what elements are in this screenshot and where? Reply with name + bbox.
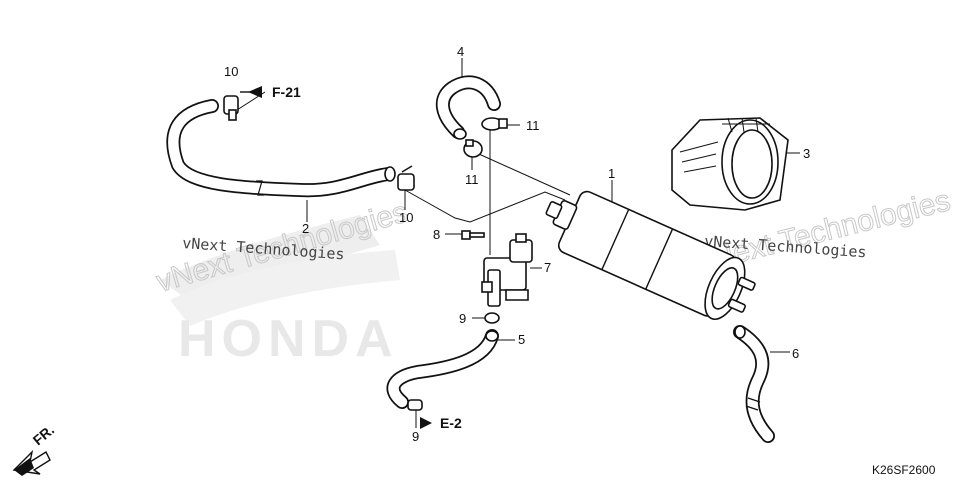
ref-arrow-e2 xyxy=(420,417,432,429)
assembly-lines xyxy=(236,58,800,428)
callout-10-top: 10 xyxy=(224,64,238,79)
callout-11-left: 11 xyxy=(465,172,479,187)
clamp-10-lower xyxy=(397,165,415,191)
hose-4 xyxy=(436,75,501,140)
hose-6 xyxy=(733,325,775,443)
callout-2: 2 xyxy=(302,221,309,236)
canister-1 xyxy=(545,190,756,320)
bolt-8 xyxy=(461,230,485,240)
ref-label-e2: E-2 xyxy=(440,415,462,431)
honda-wing-watermark xyxy=(160,215,400,326)
callout-6: 6 xyxy=(792,346,799,361)
callout-1: 1 xyxy=(608,166,615,181)
clamp-10-top xyxy=(223,95,239,121)
ref-label-f21: F-21 xyxy=(272,84,301,100)
clamp-9-lower xyxy=(407,399,423,411)
ref-arrow-f21 xyxy=(240,86,262,98)
callout-11-right: 11 xyxy=(526,118,540,133)
clamp-11-right xyxy=(481,117,508,131)
callout-10-lower: 10 xyxy=(399,210,413,225)
callout-8: 8 xyxy=(433,227,440,242)
front-arrow-icon xyxy=(12,449,51,476)
callout-9-lower: 9 xyxy=(412,429,419,444)
callout-7: 7 xyxy=(544,260,551,275)
hose-5 xyxy=(386,329,499,409)
clamp-11-left xyxy=(463,139,483,158)
callout-9-upper: 9 xyxy=(459,311,466,326)
purge-valve-7 xyxy=(481,233,533,307)
clamp-9-upper xyxy=(484,312,500,324)
hose-2 xyxy=(166,99,396,198)
callout-5: 5 xyxy=(518,332,525,347)
callout-3: 3 xyxy=(803,146,810,161)
callout-4: 4 xyxy=(457,44,464,59)
canister-band-3 xyxy=(671,117,789,211)
front-label: FR. xyxy=(30,422,58,449)
honda-brand-watermark: HONDA xyxy=(178,310,399,368)
diagram-code: K26SF2600 xyxy=(872,463,936,477)
